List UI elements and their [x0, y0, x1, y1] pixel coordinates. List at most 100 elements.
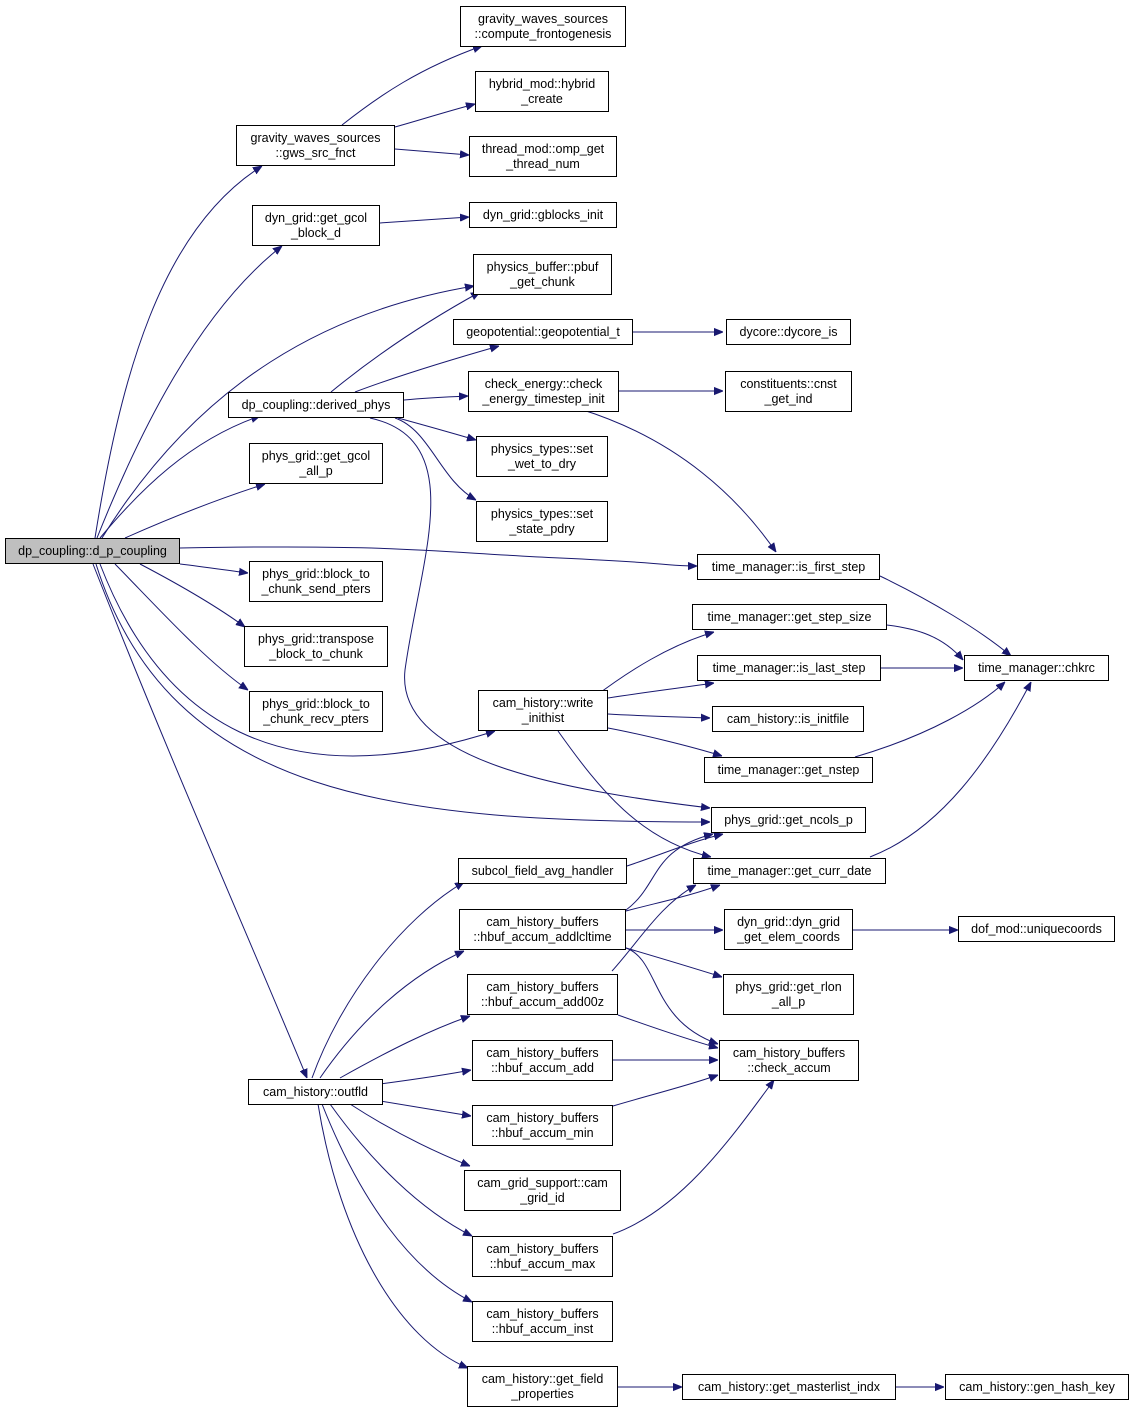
node-label-line: phys_grid::transpose [257, 632, 375, 646]
node-label-line: time_manager::get_step_size [707, 609, 872, 624]
node-label-line: physics_buffer::pbuf [486, 260, 599, 274]
node-pbuf_get_chunk[interactable]: physics_buffer::pbuf_get_chunk [473, 254, 612, 295]
node-label-line: dyn_grid::gblocks_init [482, 207, 604, 222]
node-get_masterlist_indx[interactable]: cam_history::get_masterlist_indx [682, 1374, 896, 1400]
node-label-line: constituents::cnst [740, 377, 837, 391]
node-hbuf_accum_add[interactable]: cam_history_buffers::hbuf_accum_add [472, 1040, 613, 1081]
node-label-line: cam_history::get_field [481, 1372, 604, 1386]
node-get_step_size[interactable]: time_manager::get_step_size [692, 604, 887, 630]
node-omp_get_thread_num[interactable]: thread_mod::omp_get_thread_num [469, 136, 617, 177]
edge-derived_phys-set_wet_to_dry [397, 417, 476, 440]
node-hbuf_accum_inst[interactable]: cam_history_buffers::hbuf_accum_inst [472, 1301, 613, 1342]
node-label-line: cam_history_buffers [486, 980, 599, 994]
node-label-line: _thread_num [506, 156, 580, 171]
edge-d_p_coupling-block_to_chunk_send_pters [179, 563, 248, 573]
node-label-line: dp_coupling::derived_phys [241, 397, 391, 412]
edge-gws_src_fnct-omp_get_thread_num [394, 148, 469, 155]
node-label-line: cam_history::get_masterlist_indx [697, 1379, 881, 1394]
node-hbuf_accum_min[interactable]: cam_history_buffers::hbuf_accum_min [472, 1105, 613, 1146]
edge-outfld-max [329, 1103, 472, 1236]
node-hbuf_accum_max[interactable]: cam_history_buffers::hbuf_accum_max [472, 1236, 613, 1277]
edge-gws_src_fnct-hybrid_create [394, 104, 475, 128]
node-label-line: _all_p [771, 994, 806, 1009]
node-label-line: _state_pdry [509, 521, 575, 536]
node-label-line: _get_elem_coords [737, 929, 840, 944]
node-get_curr_date[interactable]: time_manager::get_curr_date [693, 858, 886, 884]
node-dyn_grid_get_elem_coords[interactable]: dyn_grid::dyn_grid_get_elem_coords [724, 909, 853, 950]
edge-outfld-min [379, 1100, 471, 1116]
node-is_initfile[interactable]: cam_history::is_initfile [712, 706, 864, 732]
node-get_gcol_block_d[interactable]: dyn_grid::get_gcol_block_d [252, 205, 380, 246]
edge-get_nstep-chkrc [854, 682, 1005, 758]
node-get_field_properties[interactable]: cam_history::get_field_properties [467, 1366, 618, 1407]
edge-d_p_coupling-is_first_step [179, 546, 697, 566]
node-compute_frontogenesis[interactable]: gravity_waves_sources::compute_frontogen… [460, 6, 626, 47]
edge-d_p_coupling-gws_src_fnct [94, 166, 262, 539]
edge-d_p_coupling-get_ncols_p [95, 563, 710, 822]
edge-write_inithist-get_step_size [592, 632, 714, 699]
node-get_gcol_all_p[interactable]: phys_grid::get_gcol_all_p [249, 443, 383, 484]
node-get_rlon_all_p[interactable]: phys_grid::get_rlon_all_p [723, 974, 854, 1015]
node-uniquecoords[interactable]: dof_mod::uniquecoords [958, 916, 1115, 942]
node-hybrid_create[interactable]: hybrid_mod::hybrid_create [475, 71, 609, 112]
node-label-line: gravity_waves_sources [478, 12, 608, 26]
node-label-line: dp_coupling::d_p_coupling [18, 543, 167, 558]
node-label-line: ::hbuf_accum_add00z [480, 994, 604, 1009]
node-get_nstep[interactable]: time_manager::get_nstep [704, 757, 873, 783]
node-subcol_field_avg_handler[interactable]: subcol_field_avg_handler [458, 858, 627, 884]
node-label-line: cam_history::is_initfile [726, 711, 850, 726]
edge-check_energy-is_first_step [579, 408, 776, 552]
node-label-line: cam_history_buffers [486, 1046, 599, 1060]
node-check_energy_timestep_init[interactable]: check_energy::check_energy_timestep_init [468, 371, 619, 412]
node-label-line: ::hbuf_accum_addlcltime [473, 929, 612, 944]
node-check_accum[interactable]: cam_history_buffers::check_accum [719, 1040, 859, 1081]
node-label-line: _block_d [290, 225, 342, 240]
node-block_to_chunk_recv_pters[interactable]: phys_grid::block_to_chunk_recv_pters [249, 691, 383, 732]
node-is_first_step[interactable]: time_manager::is_first_step [697, 554, 880, 580]
node-derived_phys[interactable]: dp_coupling::derived_phys [228, 392, 404, 418]
node-label-line: _create [521, 91, 563, 106]
node-dycore_is[interactable]: dycore::dycore_is [726, 319, 851, 345]
node-outfld[interactable]: cam_history::outfld [248, 1079, 383, 1105]
node-hbuf_accum_addlcltime[interactable]: cam_history_buffers::hbuf_accum_addlclti… [459, 909, 626, 950]
node-label-line: cam_history_buffers [732, 1046, 846, 1060]
node-set_state_pdry[interactable]: physics_types::set_state_pdry [476, 501, 608, 542]
edge-min-check_accum [612, 1075, 718, 1107]
node-gws_src_fnct[interactable]: gravity_waves_sources::gws_src_fnct [236, 125, 395, 166]
node-cnst_get_ind[interactable]: constituents::cnst_get_ind [725, 371, 852, 412]
node-label-line: time_manager::get_curr_date [707, 863, 872, 878]
node-gen_hash_key[interactable]: cam_history::gen_hash_key [945, 1374, 1129, 1400]
node-label-line: _all_p [299, 463, 333, 478]
node-chkrc[interactable]: time_manager::chkrc [964, 655, 1109, 681]
node-label-line: cam_history_buffers [486, 915, 599, 929]
node-label-line: dyn_grid::dyn_grid [737, 915, 840, 929]
node-label-line: _chunk_recv_pters [263, 711, 369, 726]
node-transpose_block_to_chunk[interactable]: phys_grid::transpose_block_to_chunk [244, 626, 388, 667]
node-d_p_coupling[interactable]: dp_coupling::d_p_coupling [5, 538, 180, 564]
node-label-line: dof_mod::uniquecoords [971, 921, 1102, 936]
edge-is_first_step-chkrc [879, 575, 1011, 656]
edge-addlcltime-get_ncols_p [625, 834, 713, 911]
node-label-line: check_energy::check [484, 377, 603, 391]
node-is_last_step[interactable]: time_manager::is_last_step [697, 655, 881, 681]
node-label-line: time_manager::is_last_step [712, 660, 866, 675]
edge-outfld-addlcltime [319, 951, 464, 1079]
node-cam_grid_id[interactable]: cam_grid_support::cam_grid_id [464, 1170, 621, 1211]
node-geopotential_t[interactable]: geopotential::geopotential_t [453, 319, 633, 345]
node-set_wet_to_dry[interactable]: physics_types::set_wet_to_dry [476, 436, 608, 477]
node-gblocks_init[interactable]: dyn_grid::gblocks_init [469, 202, 617, 228]
node-hbuf_accum_add00z[interactable]: cam_history_buffers::hbuf_accum_add00z [467, 974, 618, 1015]
edge-add00z-get_curr_date [611, 885, 696, 972]
edge-addlcltime-get_curr_date [625, 885, 720, 912]
node-get_ncols_p[interactable]: phys_grid::get_ncols_p [711, 807, 866, 833]
node-label-line: physics_types::set [490, 507, 594, 521]
node-write_inithist[interactable]: cam_history::write_inithist [478, 690, 608, 731]
edge-write_inithist-get_nstep [607, 727, 722, 756]
edge-d_p_coupling-get_gcol_all_p [124, 484, 265, 539]
node-label-line: ::check_accum [747, 1060, 831, 1075]
node-label-line: thread_mod::omp_get [481, 142, 605, 156]
node-label-line: time_manager::get_nstep [717, 762, 860, 777]
edge-d_p_coupling-pbuf_get_chunk [101, 286, 474, 539]
node-label-line: ::hbuf_accum_add [491, 1060, 594, 1075]
node-block_to_chunk_send_pters[interactable]: phys_grid::block_to_chunk_send_pters [249, 561, 383, 602]
